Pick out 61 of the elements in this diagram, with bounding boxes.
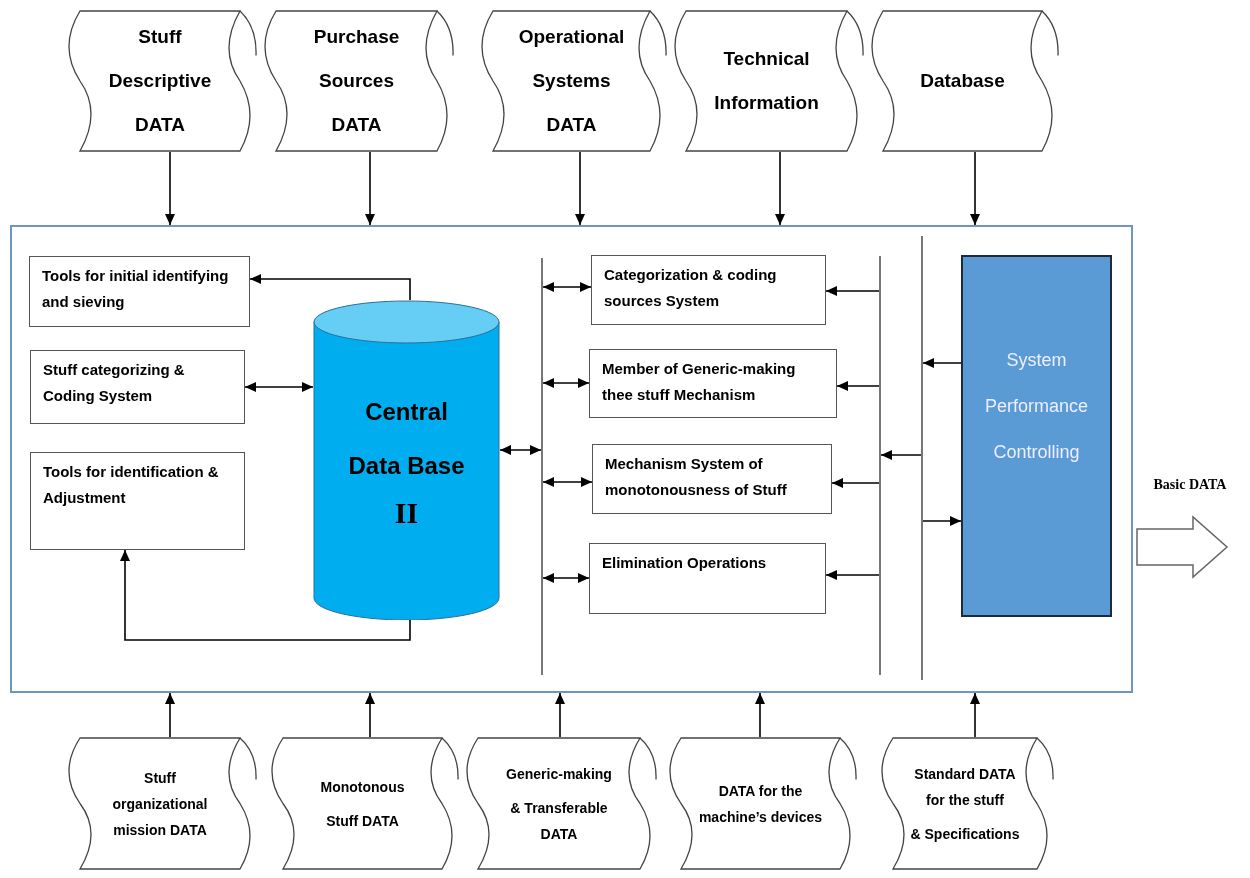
arrow <box>825 286 880 296</box>
node-label: Stuff categorizing & Coding System <box>43 361 185 404</box>
process-box <box>30 452 245 550</box>
node-label: Technical Information <box>713 47 820 115</box>
process-box <box>30 350 245 424</box>
process-box <box>589 349 837 418</box>
arrow <box>499 445 542 455</box>
process-box <box>29 256 250 327</box>
node-label: Monotonous <box>320 777 405 797</box>
node-label: Mechanism System of monotonousness of Stuff <box>605 455 787 498</box>
node-label: Generic-making <box>506 764 612 784</box>
arrow <box>542 282 592 292</box>
arrow <box>775 151 785 226</box>
arrow <box>365 692 375 738</box>
arrow <box>244 382 314 392</box>
process-box <box>589 543 826 614</box>
node-label: Stuff DATA <box>326 811 399 831</box>
arrow <box>555 692 565 738</box>
block-arrow <box>1136 515 1229 579</box>
node-label: System Performance Controlling <box>983 349 1089 464</box>
node-label: DATA for the machine’s devices <box>697 781 824 827</box>
arrow <box>836 381 880 391</box>
arrow <box>922 516 962 526</box>
bus-line <box>541 258 543 675</box>
node-label: Standard DATA for the stuff <box>913 764 1017 810</box>
node-label: Stuff organizational mission DATA <box>111 768 209 840</box>
process-box <box>592 444 832 514</box>
node-label: Purchase Sources DATA <box>312 25 401 137</box>
node-label: Categorization & coding sources System <box>604 266 777 309</box>
frame-box <box>10 225 1133 693</box>
roman-numeral: II <box>393 495 420 531</box>
arrow <box>755 692 765 738</box>
arrow <box>922 358 962 368</box>
node-label: & Specifications <box>910 824 1020 844</box>
arrow <box>120 549 411 641</box>
arrow <box>165 692 175 738</box>
arrow <box>249 274 411 301</box>
arrow <box>165 151 175 226</box>
node-label: Operational Systems DATA <box>517 25 626 137</box>
node-label: Database <box>920 69 1005 93</box>
node-label: & Transferable DATA <box>509 798 609 844</box>
arrow <box>365 151 375 226</box>
arrow <box>880 450 922 460</box>
arrow <box>825 570 880 580</box>
process-box <box>591 255 826 325</box>
arrow <box>575 151 585 226</box>
arrow <box>542 573 590 583</box>
arrow <box>542 477 593 487</box>
bus-line <box>879 256 881 675</box>
node-label: Member of Generic-making thee stuff Mechanism <box>602 360 796 403</box>
arrow <box>542 378 590 388</box>
control-box <box>961 255 1112 617</box>
node-label: Central Data Base <box>347 397 466 481</box>
arrow <box>970 692 980 738</box>
node-label: Tools for initial identifying and sieving <box>42 267 229 310</box>
bus-line <box>921 236 923 680</box>
node-label: Elimination Operations <box>602 554 767 571</box>
arrow <box>831 478 880 488</box>
arrow <box>970 151 980 226</box>
node-label: Stuff Descriptive DATA <box>107 25 213 137</box>
node-label: Tools for identification & Adjustment <box>43 463 219 506</box>
